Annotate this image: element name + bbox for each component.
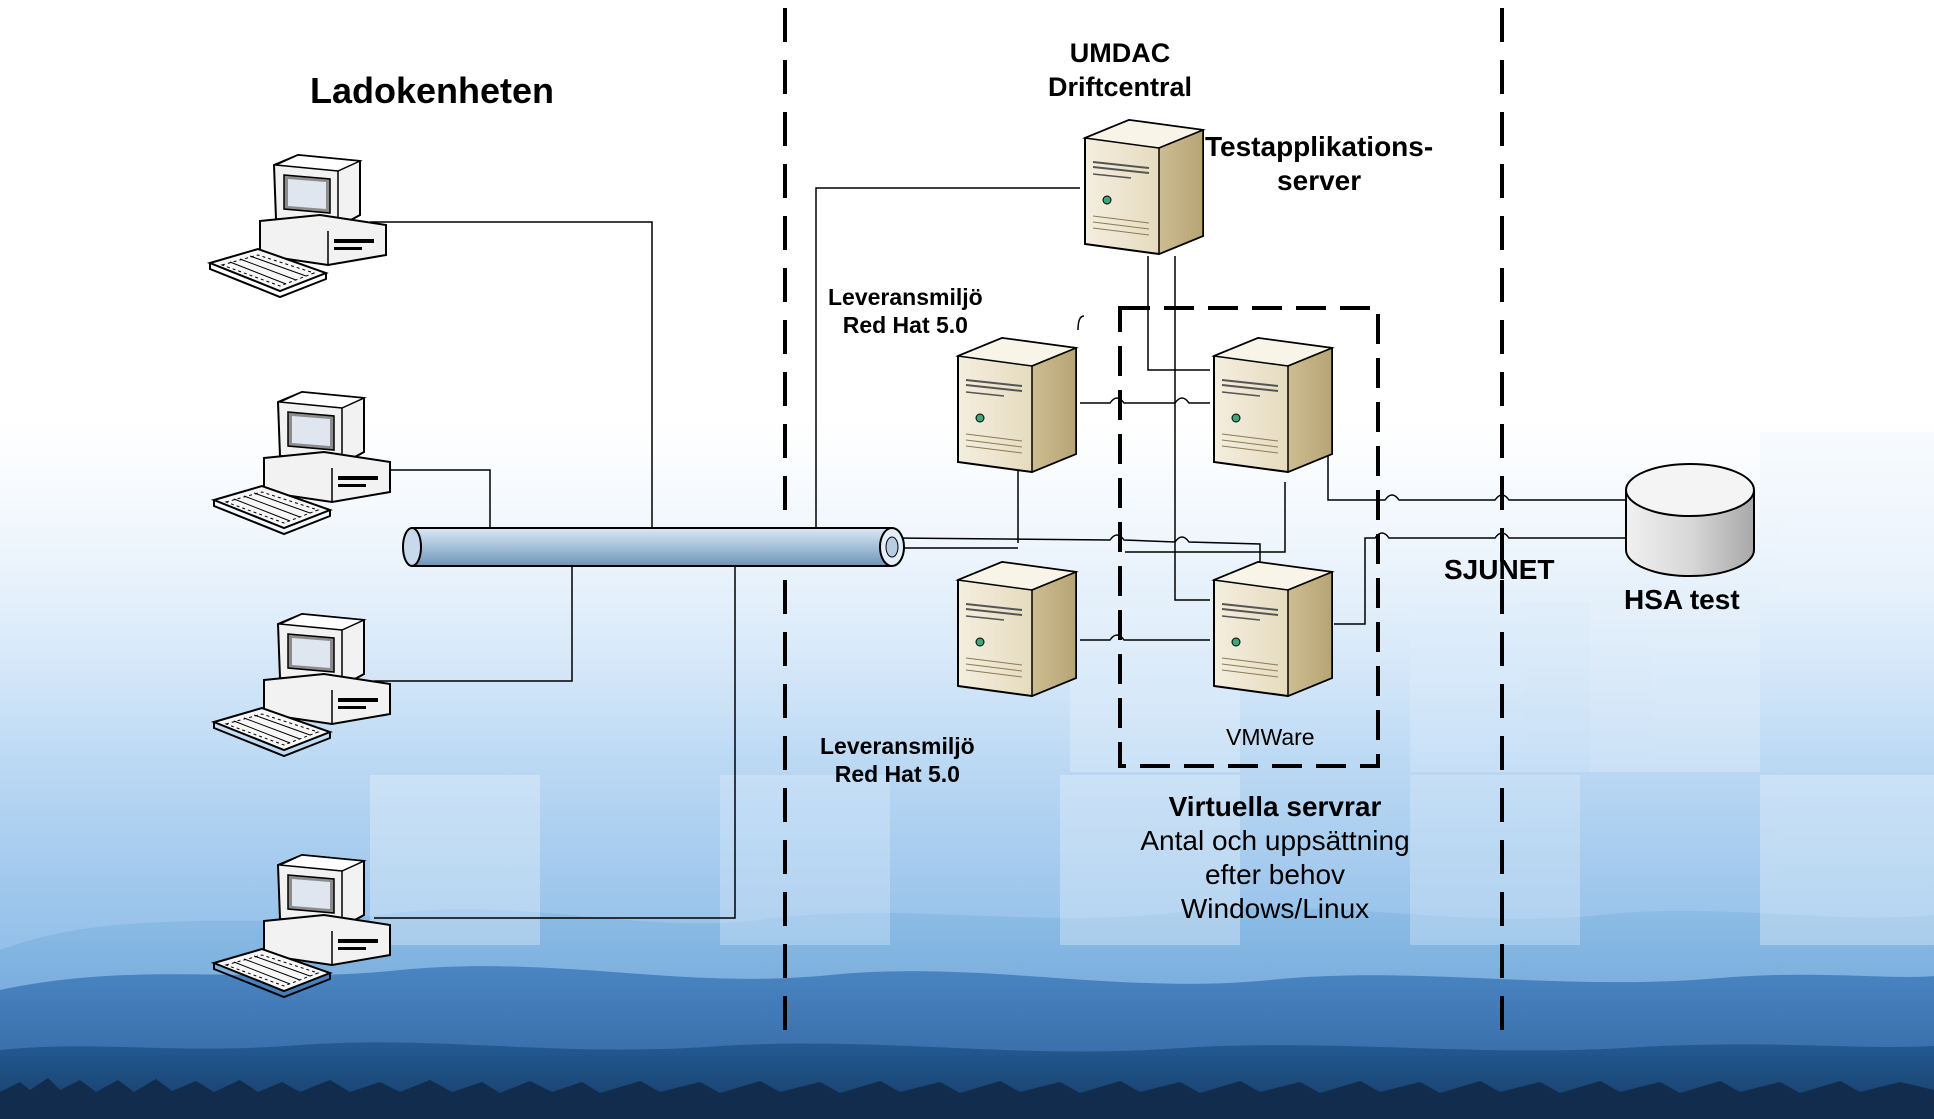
virtual-servers-line2: efter behov bbox=[1204, 859, 1346, 890]
tower-server-icon bbox=[957, 337, 1077, 473]
tower-server-icon bbox=[1084, 119, 1204, 255]
network-bus bbox=[402, 527, 905, 567]
datacenter-title-line2: Driftcentral bbox=[1048, 72, 1193, 102]
test-app-server-label: Testapplikations- server bbox=[1205, 130, 1433, 198]
database-icon bbox=[1625, 463, 1755, 577]
virtual-servers-description: Virtuella servrar Antal och uppsättning … bbox=[1110, 790, 1440, 926]
tower-server-icon bbox=[1213, 337, 1333, 473]
datacenter-title-line1: UMDAC bbox=[1069, 38, 1171, 68]
test-app-server-label-line1: Testapplikations- bbox=[1205, 131, 1434, 162]
tower-server-icon bbox=[957, 561, 1077, 697]
virtual-servers-line3: Windows/Linux bbox=[1180, 893, 1370, 924]
delivery-env-bottom-label: Leveransmiljö Red Hat 5.0 bbox=[820, 732, 975, 788]
connection-lines bbox=[370, 187, 1630, 919]
delivery-env-top-label: Leveransmiljö Red Hat 5.0 bbox=[828, 283, 983, 339]
tower-server-icon bbox=[1213, 561, 1333, 697]
delivery-env-top-line1: Leveransmiljö bbox=[828, 284, 983, 310]
delivery-env-bottom-line1: Leveransmiljö bbox=[820, 733, 975, 759]
tree-line bbox=[0, 1078, 1934, 1119]
vmware-boundary bbox=[1118, 306, 1380, 768]
vmware-label: VMWare bbox=[1226, 724, 1315, 750]
delivery-env-top-line2: Red Hat 5.0 bbox=[842, 312, 968, 338]
local-zone-title: Ladokenheten bbox=[310, 70, 555, 111]
test-app-server-label-line2: server bbox=[1277, 165, 1362, 196]
virtual-servers-heading: Virtuella servrar bbox=[1168, 791, 1382, 822]
hsa-test-label: HSA test bbox=[1624, 584, 1740, 615]
desktop-computer-icon bbox=[209, 154, 387, 298]
sjunet-label: SJUNET bbox=[1444, 554, 1555, 585]
background-tiles bbox=[370, 432, 1934, 945]
delivery-env-bottom-line2: Red Hat 5.0 bbox=[834, 761, 960, 787]
datacenter-title: UMDAC Driftcentral bbox=[1048, 36, 1192, 104]
virtual-servers-line1: Antal och uppsättning bbox=[1140, 825, 1410, 856]
